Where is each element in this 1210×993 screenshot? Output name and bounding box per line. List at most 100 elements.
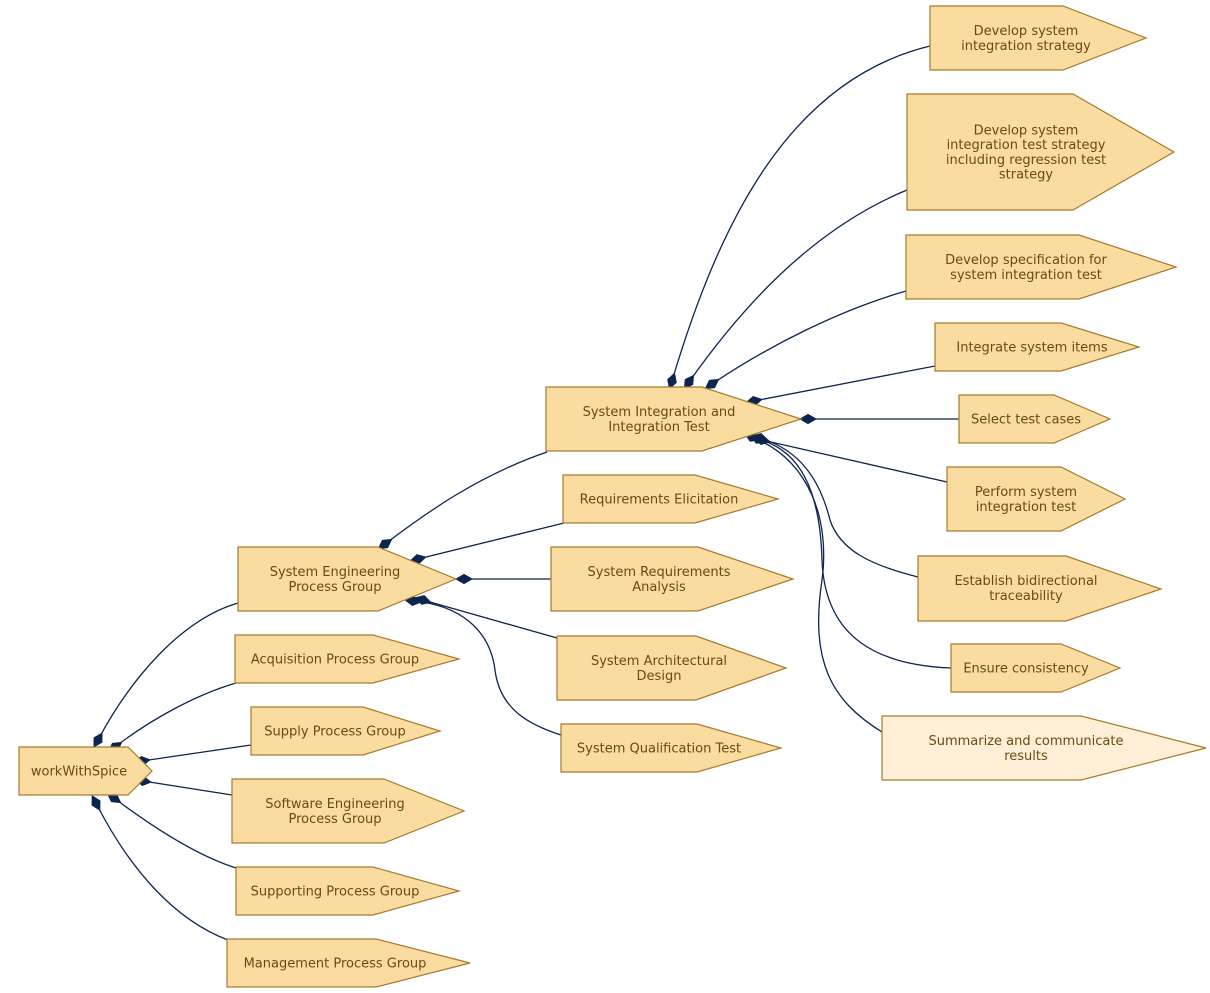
edge-sysint-perform — [761, 439, 948, 483]
composition-diamond — [377, 538, 393, 550]
node-label-line: System Integration and — [583, 405, 736, 420]
node-label-line: workWithSpice — [31, 765, 127, 780]
node-label-line: strategy — [999, 167, 1054, 182]
node-label-line: Integrate system items — [956, 341, 1107, 356]
node-label-line: Process Group — [288, 580, 381, 595]
node-label-line: Integration Test — [608, 420, 709, 435]
edge-root-acq — [114, 682, 237, 748]
node-label-line: Design — [637, 669, 682, 684]
composition-diamond — [667, 372, 677, 390]
edge-sysint-devtest — [688, 189, 908, 383]
node-label-line: Analysis — [632, 580, 686, 595]
node-label: Select test cases — [971, 413, 1081, 428]
node-integrate-system-items[interactable]: Integrate system items — [934, 322, 1142, 372]
node-label-line: Supply Process Group — [264, 725, 405, 740]
node-label-line: Perform system — [975, 485, 1077, 500]
node-workwithspice[interactable]: workWithSpice — [18, 746, 153, 796]
node-requirements-elicitation[interactable]: Requirements Elicitation — [562, 474, 781, 524]
edges — [95, 45, 959, 941]
node-label-line: integration test — [976, 500, 1077, 515]
node-label-line: Establish bidirectional — [954, 574, 1097, 589]
node-label: workWithSpice — [31, 765, 127, 780]
node-label: Integrate system items — [956, 341, 1107, 356]
edge-root-supply — [141, 744, 252, 762]
node-system-qualification-test[interactable]: System Qualification Test — [560, 723, 784, 773]
edge-sysint-devstrat — [671, 45, 931, 382]
node-acquisition-process-group[interactable]: Acquisition Process Group — [234, 634, 462, 684]
node-label-line: System Engineering — [270, 565, 401, 580]
edge-sysint-integ — [753, 365, 936, 402]
node-label-line: Process Group — [288, 812, 381, 827]
edge-root-mgmt — [95, 802, 229, 941]
composition-diamond — [93, 732, 103, 748]
node-label: Requirements Elicitation — [580, 493, 739, 508]
node-label-line: Develop system — [974, 24, 1079, 39]
composition-diamond — [683, 374, 695, 390]
node-label-line: Summarize and communicate — [928, 734, 1123, 749]
node-label-line: System Qualification Test — [577, 742, 741, 757]
node-label-line: Select test cases — [971, 413, 1081, 428]
composition-diamond — [798, 413, 818, 425]
node-label-line: including regression test — [946, 153, 1106, 168]
edge-syseng-sysint — [384, 451, 548, 545]
node-label-line: Software Engineering — [265, 797, 404, 812]
node-label-line: traceability — [989, 589, 1063, 604]
node-label-line: Develop system — [974, 124, 1079, 139]
node-label: Acquisition Process Group — [251, 653, 419, 668]
node-label-line: System Requirements — [588, 565, 731, 580]
node-label-line: Develop specification for — [945, 253, 1107, 268]
node-label: System Qualification Test — [577, 742, 741, 757]
node-label-line: Acquisition Process Group — [251, 653, 419, 668]
edge-syseng-sysqual — [412, 600, 562, 736]
node-label: Management Process Group — [244, 957, 427, 972]
node-supply-process-group[interactable]: Supply Process Group — [250, 706, 443, 756]
node-supporting-process-group[interactable]: Supporting Process Group — [235, 866, 462, 916]
edge-root-support — [113, 797, 237, 869]
edge-syseng-reqelic — [417, 522, 565, 560]
node-label-line: integration test strategy — [947, 138, 1106, 153]
node-label-line: Requirements Elicitation — [580, 493, 739, 508]
node-label: Ensure consistency — [963, 662, 1089, 677]
edge-sysint-devspec — [711, 290, 907, 385]
node-label-line: Ensure consistency — [963, 662, 1089, 677]
node-select-test-cases[interactable]: Select test cases — [958, 394, 1112, 444]
node-label-line: Management Process Group — [244, 957, 427, 972]
edge-root-syseng — [97, 602, 239, 741]
composition-diamond — [91, 795, 101, 811]
composition-diamond — [704, 378, 720, 390]
nodes: workWithSpice Acquisition Process Group … — [18, 5, 1207, 988]
node-label-line: System Architectural — [591, 654, 727, 669]
node-label-line: results — [1004, 749, 1048, 764]
node-management-process-group[interactable]: Management Process Group — [226, 938, 471, 988]
edge-sysint-trace — [759, 437, 919, 578]
node-ensure-consistency[interactable]: Ensure consistency — [950, 643, 1122, 693]
node-label-line: system integration test — [950, 268, 1102, 283]
edge-root-sweng — [142, 780, 233, 796]
node-label: Supporting Process Group — [251, 885, 420, 900]
node-label-line: integration strategy — [961, 39, 1091, 54]
edge-sysint-consist — [757, 438, 952, 669]
